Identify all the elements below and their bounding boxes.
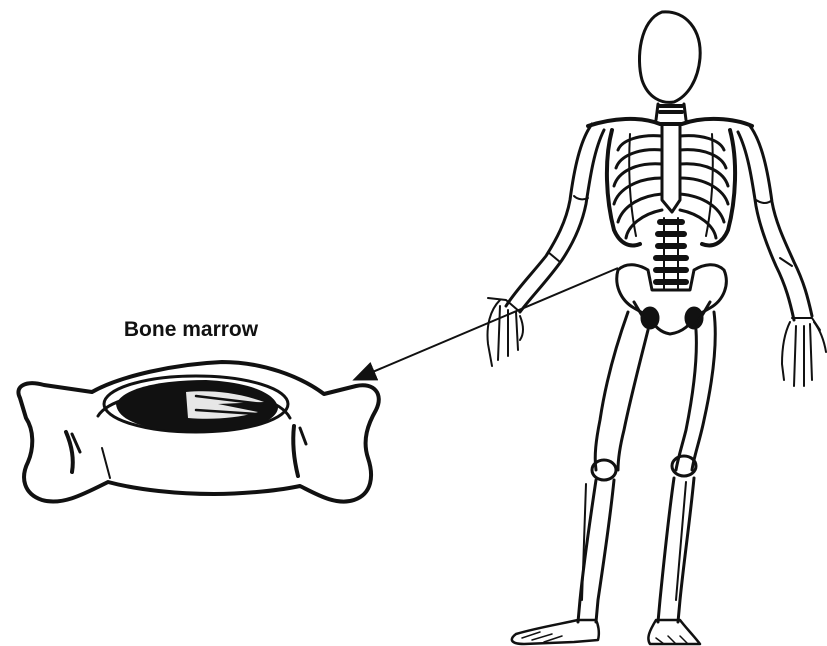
bone-marrow-label: Bone marrow <box>96 318 286 342</box>
vertebra-illustration <box>18 362 378 502</box>
pointer-arrow <box>356 268 618 379</box>
skeleton-illustration <box>488 12 827 644</box>
